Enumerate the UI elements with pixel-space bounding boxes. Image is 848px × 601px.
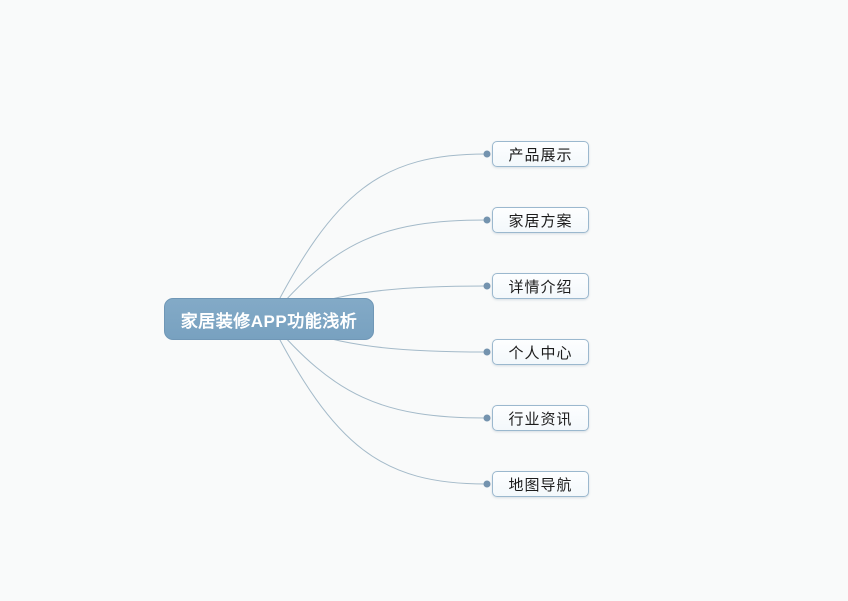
connector-line [268, 153, 487, 320]
connector-dot [483, 282, 491, 290]
child-topic[interactable]: 个人中心 [492, 339, 589, 365]
connector-dot [483, 216, 491, 224]
connector-dot [483, 150, 491, 158]
child-topic[interactable]: 家居方案 [492, 207, 589, 233]
connector-line [268, 219, 487, 320]
connector-dot [483, 348, 491, 356]
child-topic[interactable]: 产品展示 [492, 141, 589, 167]
connector-dot [483, 480, 491, 488]
child-topic[interactable]: 详情介绍 [492, 273, 589, 299]
child-topic[interactable]: 行业资讯 [492, 405, 589, 431]
connector-line [268, 318, 487, 419]
connector-dot [483, 414, 491, 422]
root-topic[interactable]: 家居装修APP功能浅析 [164, 298, 374, 340]
child-topic[interactable]: 地图导航 [492, 471, 589, 497]
connector-line [268, 318, 487, 485]
